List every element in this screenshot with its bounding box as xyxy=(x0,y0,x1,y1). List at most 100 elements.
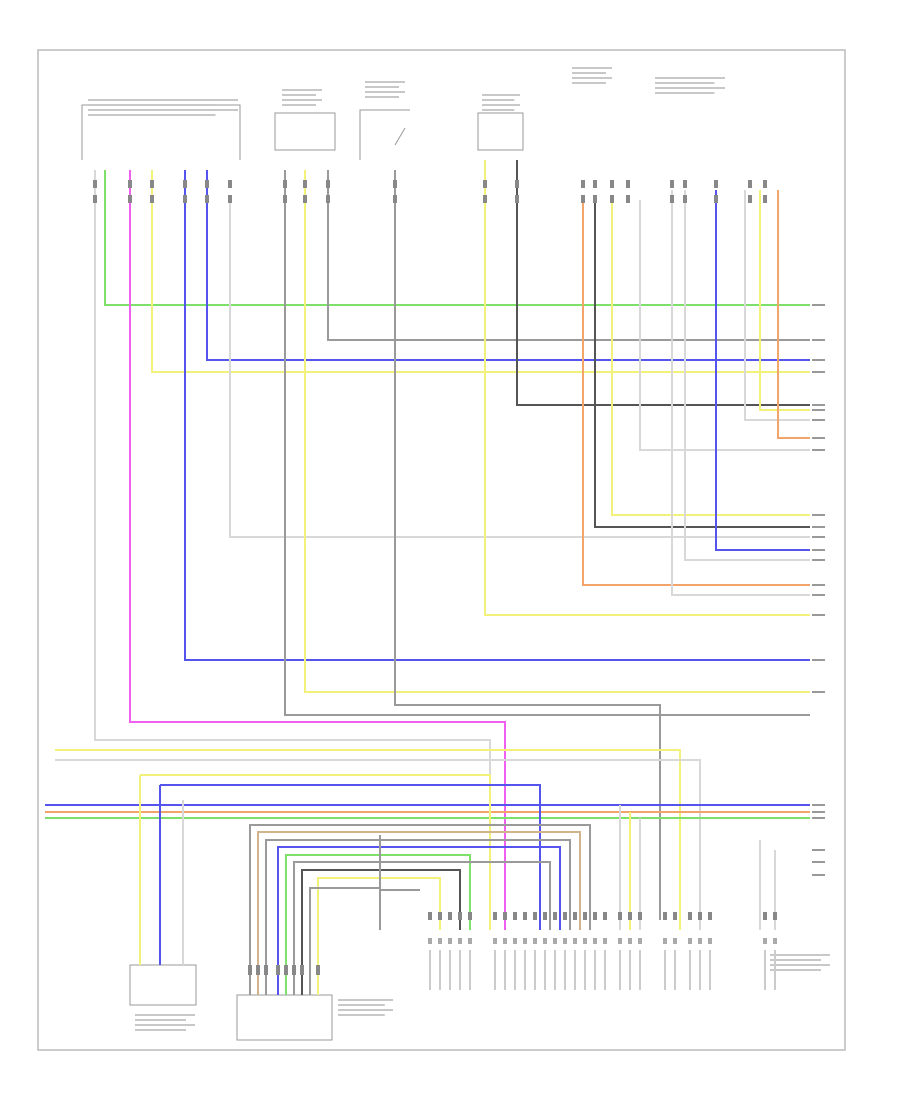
connector-pin xyxy=(543,912,547,920)
component-box-bottom-mid xyxy=(236,994,333,1041)
connector-pin xyxy=(326,180,330,188)
connector-pin xyxy=(626,195,630,203)
connector-pin xyxy=(515,195,519,203)
connector-pin xyxy=(533,912,537,920)
connector-pin xyxy=(583,912,587,920)
connector-pin xyxy=(628,912,632,920)
wire-green-top xyxy=(104,170,810,306)
wire-yellow xyxy=(611,200,810,516)
connector-pin xyxy=(523,938,527,944)
connector-pin xyxy=(393,180,397,188)
connector-pin xyxy=(763,195,767,203)
connector-pin xyxy=(276,965,280,975)
connector-pin xyxy=(698,938,702,944)
connector-pin xyxy=(93,195,97,203)
connector-pin xyxy=(714,195,718,203)
connector-pin xyxy=(714,180,718,188)
connector-pin xyxy=(748,180,752,188)
connector-pin xyxy=(603,912,607,920)
connector-pin xyxy=(150,180,154,188)
wire-orange xyxy=(777,190,810,439)
connector-pin xyxy=(618,912,622,920)
connector-pin xyxy=(458,938,462,944)
connector-pin xyxy=(628,938,632,944)
wire-yellow xyxy=(484,160,810,616)
wire-light xyxy=(639,200,810,451)
connector-pin xyxy=(428,938,432,944)
connector-pin xyxy=(448,912,452,920)
connector-pin xyxy=(283,180,287,188)
connector-pin xyxy=(573,912,577,920)
connector-pin xyxy=(93,180,97,188)
connector-pin xyxy=(284,965,288,975)
connector-pin xyxy=(573,938,577,944)
connector-pin xyxy=(543,938,547,944)
wire-harness-gray xyxy=(265,839,571,995)
connector-pin xyxy=(303,180,307,188)
connector-pin xyxy=(748,195,752,203)
connector-pin xyxy=(610,195,614,203)
connector-pin xyxy=(128,195,132,203)
connector-pin xyxy=(513,912,517,920)
connector-pin xyxy=(708,938,712,944)
connector-pin xyxy=(205,180,209,188)
connector-pin xyxy=(438,912,442,920)
connector-pin xyxy=(688,938,692,944)
connector-pin xyxy=(593,180,597,188)
connector-pin xyxy=(533,938,537,944)
wire-light xyxy=(55,759,701,930)
connector-pin xyxy=(670,180,674,188)
connector-pin xyxy=(458,912,462,920)
diagram-frame xyxy=(37,49,846,1051)
connector-pin xyxy=(593,195,597,203)
connector-pin xyxy=(523,912,527,920)
connector-pin xyxy=(292,965,296,975)
component-box-top-1 xyxy=(274,112,336,151)
connector-pin xyxy=(553,938,557,944)
wire-gray xyxy=(284,170,810,716)
wire-blue xyxy=(715,190,810,551)
wire-yellow xyxy=(55,749,681,930)
connector-pin xyxy=(763,912,767,920)
wire-harness-blue xyxy=(277,846,561,995)
connector-pin xyxy=(228,180,232,188)
connector-pin xyxy=(326,195,330,203)
connector-pin xyxy=(503,912,507,920)
connector-pin xyxy=(626,180,630,188)
connector-pin xyxy=(448,938,452,944)
connector-pin xyxy=(683,180,687,188)
connector-pin xyxy=(303,195,307,203)
connector-pin xyxy=(603,938,607,944)
connector-pin xyxy=(493,938,497,944)
wire-blue xyxy=(184,170,810,661)
wire-yellow xyxy=(759,190,810,411)
wire-light xyxy=(229,200,810,538)
wire-harness-gray xyxy=(309,887,381,995)
switch-component xyxy=(359,109,410,160)
connector-pin xyxy=(763,938,767,944)
connector-pin xyxy=(593,912,597,920)
connector-pin xyxy=(283,195,287,203)
wire-harness-green xyxy=(285,854,471,995)
switch-contact xyxy=(394,127,406,146)
connector-pin xyxy=(553,912,557,920)
wire-dark_gray xyxy=(516,160,810,406)
connector-pin xyxy=(228,195,232,203)
connector-pin xyxy=(428,912,432,920)
component-box-top-2 xyxy=(477,112,524,151)
wire-yellow xyxy=(140,774,491,930)
wire-gray xyxy=(379,835,420,891)
connector-pin xyxy=(708,912,712,920)
connector-pin xyxy=(773,938,777,944)
connector-pin xyxy=(688,912,692,920)
wire-blue xyxy=(206,170,810,361)
wire-orange xyxy=(582,200,810,586)
connector-pin xyxy=(663,938,667,944)
connector-pin xyxy=(438,938,442,944)
connector-pin xyxy=(610,180,614,188)
connector-pin xyxy=(513,938,517,944)
connector-pin xyxy=(183,195,187,203)
wire-harness-tan xyxy=(257,831,581,995)
connector-pin xyxy=(673,938,677,944)
connector-pin xyxy=(316,965,320,975)
